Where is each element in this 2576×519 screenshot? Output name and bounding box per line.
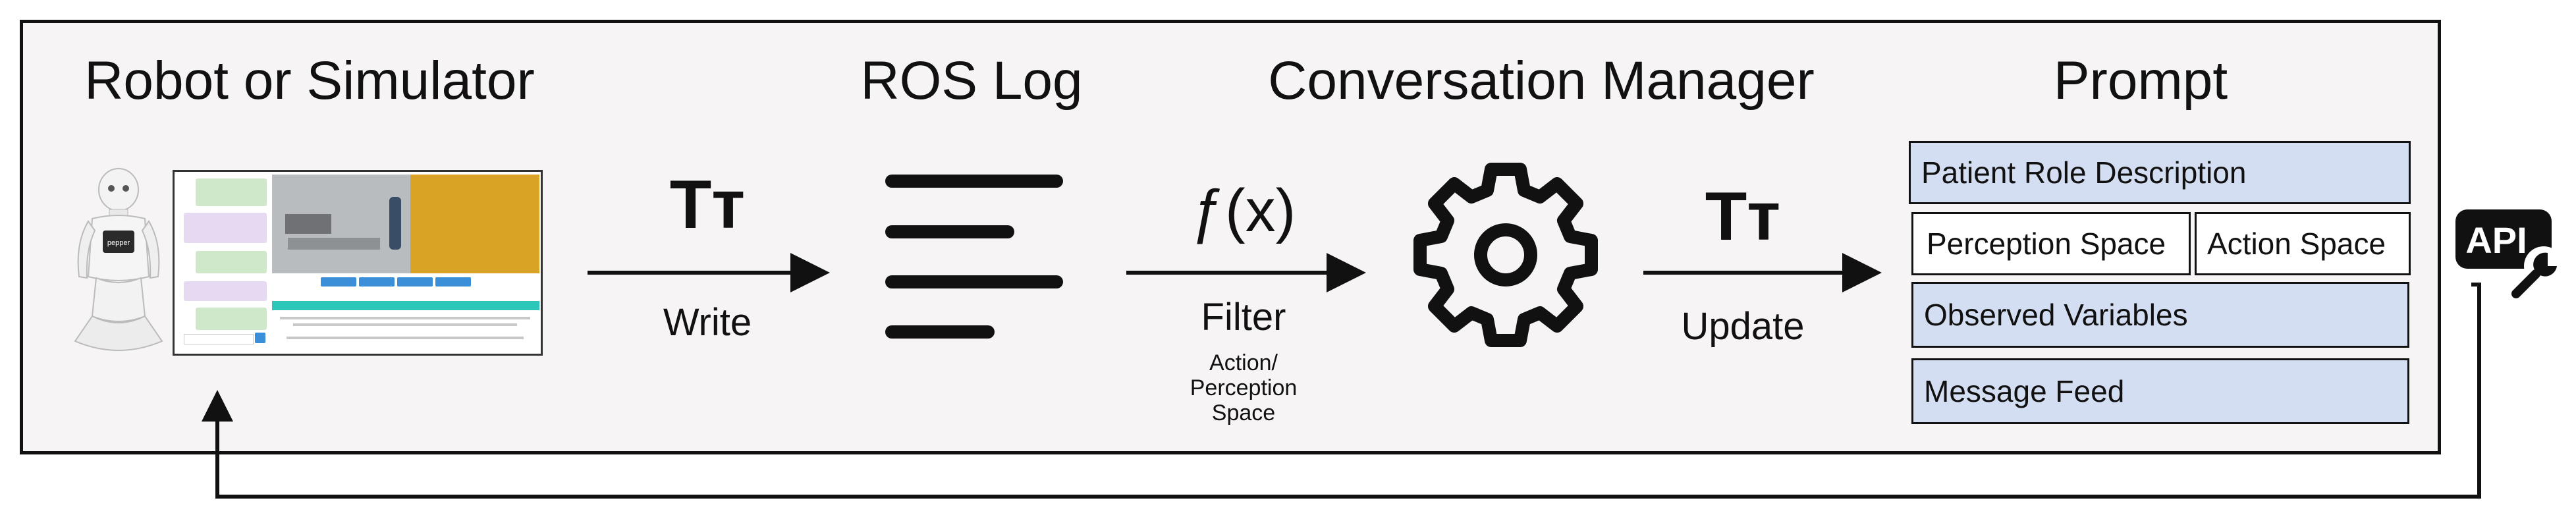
sim-banner	[272, 301, 539, 310]
chat-bubble-2	[184, 213, 267, 243]
pepper-robot-icon: pepper	[74, 168, 163, 351]
patient-role-description-box: Patient Role Description	[1909, 141, 2411, 204]
write-label: Write	[663, 301, 752, 344]
robot-simulator-heading: Robot or Simulator	[84, 51, 535, 111]
sim-button-4[interactable]	[435, 277, 471, 287]
chat-bubble-1	[196, 178, 267, 206]
feedback-loop-arrow	[215, 283, 2481, 499]
sim-button-1[interactable]	[321, 277, 356, 287]
chat-input[interactable]	[184, 334, 254, 344]
prompt-heading: Prompt	[2053, 51, 2228, 111]
sim-button-2[interactable]	[359, 277, 395, 287]
observed-variables-box: Observed Variables	[1911, 282, 2409, 348]
api-icon: API	[2455, 209, 2563, 298]
ros-log-lines-icon	[885, 175, 1063, 339]
api-icon-label: API	[2465, 219, 2527, 261]
message-feed-box: Message Feed	[1911, 358, 2409, 424]
text-tool-icon-update: Tт	[1705, 178, 1781, 255]
patient-avatar	[389, 197, 401, 250]
simulator-scene	[272, 175, 539, 273]
ros-log-heading: ROS Log	[860, 51, 1083, 111]
action-space-box: Action Space	[2195, 212, 2411, 275]
chat-send-button[interactable]	[255, 333, 265, 343]
text-tool-icon-write: Tт	[669, 167, 746, 243]
simulator-screenshot	[173, 170, 543, 356]
filter-sublabel: Action/ Perception Space	[1190, 350, 1298, 425]
filter-label: Filter	[1201, 296, 1286, 339]
chat-bubble-3	[196, 251, 267, 273]
chat-bubble-5	[196, 308, 267, 330]
function-icon: ƒ(x)	[1191, 177, 1296, 244]
perception-space-box: Perception Space	[1911, 212, 2191, 275]
update-label: Update	[1681, 305, 1805, 348]
chat-bubble-4	[184, 281, 267, 301]
pepper-tablet-text: pepper	[107, 239, 130, 247]
conversation-manager-heading: Conversation Manager	[1268, 51, 1815, 111]
sim-button-3[interactable]	[397, 277, 433, 287]
feedback-arrowhead	[202, 390, 233, 422]
gear-icon	[1413, 163, 1598, 347]
